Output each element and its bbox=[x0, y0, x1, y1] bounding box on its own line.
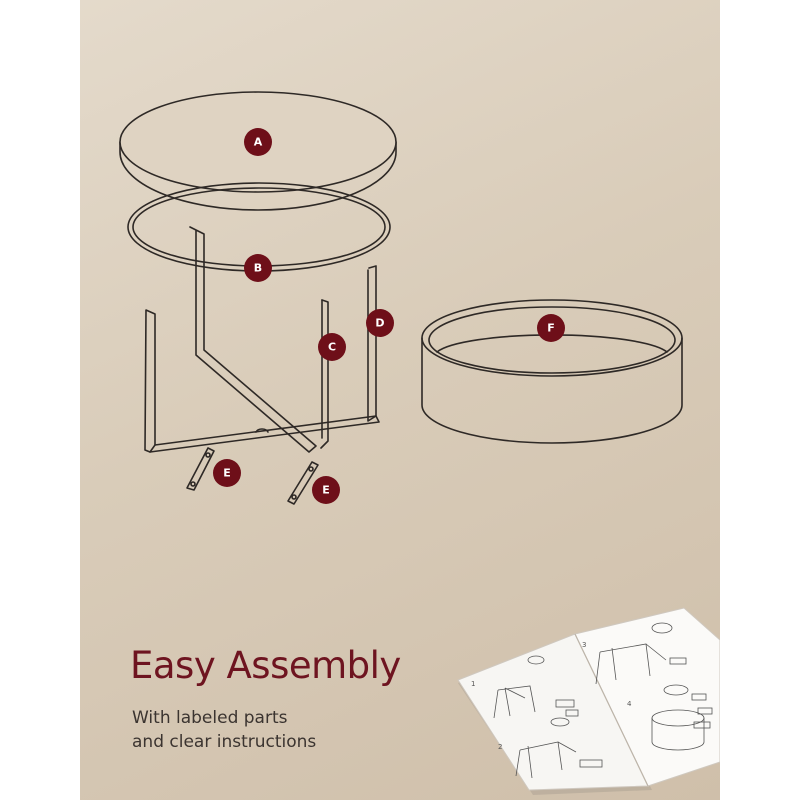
manual-step-1: 1 bbox=[471, 680, 475, 688]
product-image-panel: A B C D E E F bbox=[80, 0, 720, 800]
svg-text:E: E bbox=[322, 484, 330, 497]
label-f: F bbox=[537, 314, 565, 342]
bracket-part-2 bbox=[287, 461, 319, 505]
svg-text:D: D bbox=[375, 317, 384, 330]
subtitle-line-2: and clear instructions bbox=[132, 732, 317, 752]
svg-text:B: B bbox=[254, 262, 262, 275]
label-b: B bbox=[244, 254, 272, 282]
label-e-1: E bbox=[213, 459, 241, 487]
label-a: A bbox=[244, 128, 272, 156]
page-title: Easy Assembly bbox=[130, 644, 401, 687]
label-c: C bbox=[318, 333, 346, 361]
manual-step-3: 3 bbox=[582, 641, 586, 649]
manual-step-2: 2 bbox=[498, 743, 502, 751]
subtitle: With labeled parts and clear instruction… bbox=[132, 706, 372, 754]
bracket-part-1 bbox=[186, 447, 215, 491]
leg-frame-d bbox=[144, 265, 380, 453]
label-e-2: E bbox=[312, 476, 340, 504]
svg-text:E: E bbox=[223, 467, 231, 480]
svg-text:C: C bbox=[328, 341, 336, 354]
leg-frame-c bbox=[189, 226, 329, 453]
svg-text:A: A bbox=[254, 136, 263, 149]
assembly-diagram: A B C D E E F bbox=[119, 91, 720, 795]
subtitle-line-1: With labeled parts bbox=[132, 708, 288, 728]
svg-text:F: F bbox=[547, 322, 555, 335]
manual-step-4: 4 bbox=[627, 700, 632, 708]
label-d: D bbox=[366, 309, 394, 337]
instruction-manual: 1 2 3 4 bbox=[457, 607, 720, 795]
